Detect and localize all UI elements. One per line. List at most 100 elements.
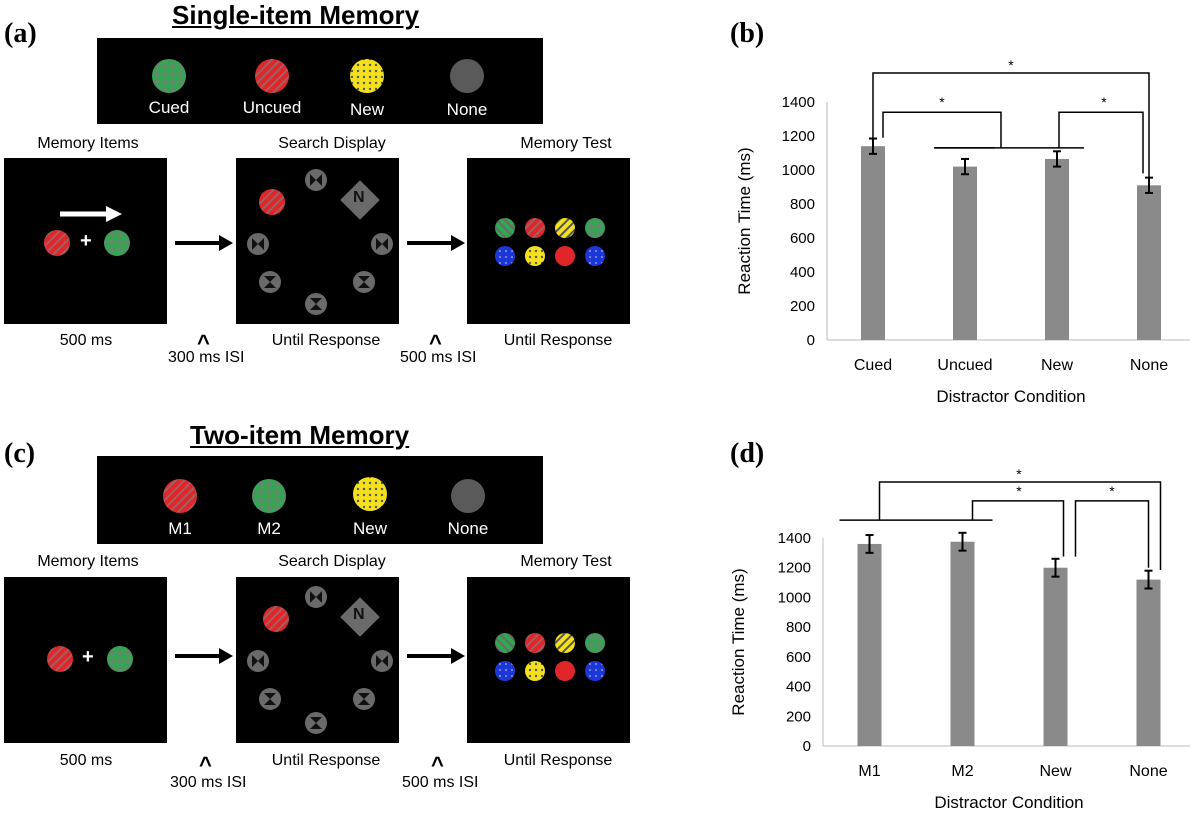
panel-letter-d: (d) [730, 438, 765, 469]
sequence-arrow-icon [175, 235, 233, 251]
test-option [585, 218, 605, 238]
isi-label: 300 ms ISI [168, 349, 245, 366]
memory-item-left [47, 646, 73, 672]
search-item [371, 650, 393, 672]
search-item [305, 293, 327, 315]
y-tick-label: 800 [786, 619, 811, 636]
isi-caret-icon: ^ [429, 330, 442, 355]
search-item [305, 712, 327, 734]
search-item [259, 271, 281, 293]
x-axis-title: Distractor Condition [936, 387, 1085, 406]
bar [1043, 567, 1068, 746]
test-option [495, 218, 515, 238]
y-tick-label: 1400 [782, 94, 815, 111]
y-tick-label: 1000 [778, 589, 811, 606]
cue-arrow-icon [106, 206, 122, 222]
test-option [555, 246, 575, 266]
significance-star: * [1016, 466, 1022, 482]
significance-bracket [1058, 111, 1144, 174]
isi-caret-icon: ^ [197, 330, 210, 355]
sequence-arrow-icon [407, 648, 465, 664]
stim-cued [152, 59, 186, 93]
search-distractor [259, 189, 285, 215]
legend-label: Uncued [242, 98, 302, 117]
y-tick-label: 1400 [778, 530, 811, 547]
bar [1137, 185, 1161, 340]
bar [1136, 579, 1161, 746]
panel-letter-b: (b) [730, 18, 765, 49]
section-title-two: Two-item Memory [190, 420, 410, 450]
x-tick-label: M1 [858, 763, 880, 780]
significance-bracket [872, 72, 1150, 178]
isi-label: 300 ms ISI [170, 774, 247, 791]
isi-label: 500 ms ISI [402, 774, 479, 791]
x-tick-label: New [1039, 763, 1071, 780]
memory-items-screen: + [4, 158, 167, 324]
stim-new [350, 59, 384, 93]
x-tick-label: M2 [951, 763, 973, 780]
test-option [585, 661, 605, 681]
y-tick-label: 1000 [782, 162, 815, 179]
legend-stimuli-bottom [163, 477, 485, 513]
screen-title: Search Display [278, 553, 386, 570]
test-option [495, 661, 515, 681]
screen-title: Memory Items [37, 135, 139, 152]
significance-star: * [1008, 57, 1014, 73]
bar [861, 146, 885, 340]
screen-title: Search Display [278, 135, 386, 152]
search-item [305, 169, 327, 191]
stim-m2 [252, 479, 286, 513]
search-item [247, 650, 269, 672]
significance-star: * [1101, 94, 1107, 110]
significance-bracket [971, 500, 1065, 557]
x-tick-label: None [1129, 763, 1167, 780]
significance-star: * [1109, 483, 1115, 499]
bar [950, 541, 975, 746]
test-option [525, 218, 545, 238]
section-title-single: Single-item Memory [172, 0, 420, 30]
y-tick-label: 200 [790, 298, 815, 315]
y-tick-label: 200 [786, 708, 811, 725]
timing-caption: Until Response [503, 752, 613, 769]
legend-label: M1 [168, 519, 192, 538]
bar [1045, 158, 1069, 340]
stim-m1 [163, 479, 197, 513]
y-tick-label: 600 [786, 649, 811, 666]
bar [857, 543, 882, 746]
timing-caption: Until Response [271, 752, 381, 769]
search-item [353, 271, 375, 293]
timing-caption: Until Response [271, 332, 381, 349]
y-axis-title: Reaction Time (ms) [730, 568, 748, 715]
memory-item-left [44, 230, 70, 256]
memory-item-right [107, 646, 133, 672]
search-item [305, 586, 327, 608]
significance-star: * [1016, 483, 1022, 499]
target-letter: N [353, 189, 365, 206]
search-display-screen: N [236, 158, 399, 324]
isi-caret-icon: ^ [199, 752, 212, 777]
memory-test-screen [467, 158, 630, 324]
fixation-cross: + [80, 230, 92, 252]
stim-uncued [255, 59, 289, 93]
y-tick-label: 0 [807, 332, 815, 349]
significance-bracket [1074, 500, 1150, 568]
screen-title: Memory Test [520, 135, 612, 152]
timing-caption: 500 ms [59, 752, 113, 769]
x-tick-label: New [1041, 357, 1073, 374]
panel-letter-a: (a) [4, 18, 37, 49]
test-option [585, 633, 605, 653]
y-tick-label: 1200 [782, 128, 815, 145]
legend-label: Cued [148, 98, 190, 117]
legend-label: New [349, 100, 384, 119]
test-option [525, 633, 545, 653]
isi-label: 500 ms ISI [400, 349, 477, 366]
timing-caption: 500 ms [59, 332, 113, 349]
test-option [525, 661, 545, 681]
test-option [555, 661, 575, 681]
memory-item-right [104, 230, 130, 256]
screen-title: Memory Test [520, 553, 612, 570]
significance-bracket [878, 481, 1162, 570]
x-axis-title: Distractor Condition [934, 793, 1083, 812]
